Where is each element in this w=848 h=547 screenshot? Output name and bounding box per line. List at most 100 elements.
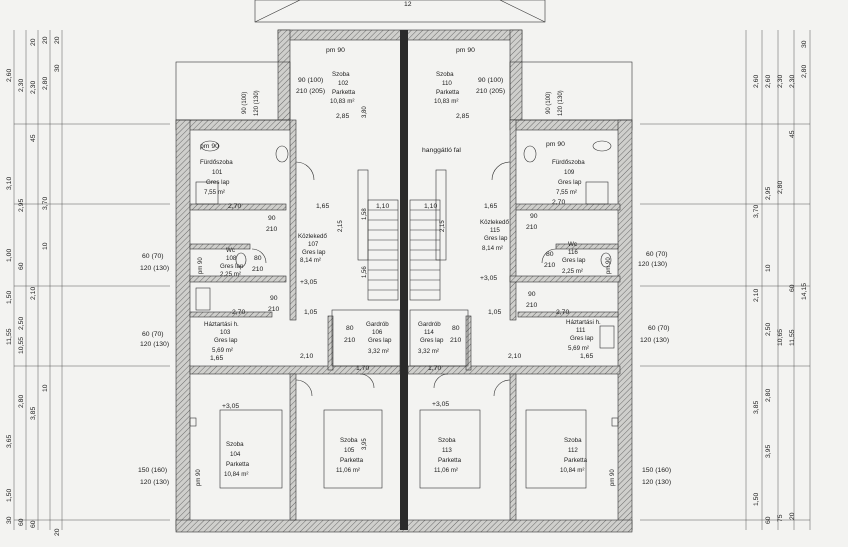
dim-label: 1,56: [362, 266, 368, 278]
svg-text:Fürdőszoba: Fürdőszoba: [552, 159, 585, 166]
room-104: Szoba 104 Parketta 10,84 m²: [224, 441, 250, 478]
room-102: Szoba 102 Parketta 10,83 m²: [330, 71, 356, 105]
door-label: 210: [344, 337, 356, 344]
pm-label: pm 90: [456, 47, 475, 54]
svg-text:Gres lap: Gres lap: [214, 337, 238, 344]
pm-label: pm 90: [606, 257, 612, 274]
svg-text:8,14 m²: 8,14 m²: [482, 245, 503, 252]
svg-text:Szoba: Szoba: [438, 437, 456, 444]
stairs: [331, 199, 469, 367]
door-label: 80: [254, 255, 262, 262]
top-dim-label: 12: [404, 1, 412, 8]
room-105: Szoba 105 Parketta 11,06 m²: [336, 437, 364, 474]
room-110: Szoba 110 Parketta 10,83 m²: [434, 71, 460, 105]
svg-text:2,25 m²: 2,25 m²: [220, 271, 241, 278]
room-101: Fürdőszoba 101 Gres lap 7,55 m²: [200, 159, 233, 196]
door-label: 90: [268, 215, 276, 222]
dim-label: 1,65: [316, 203, 329, 210]
svg-text:101: 101: [212, 169, 223, 176]
appliance-icon: [195, 287, 211, 311]
svg-text:Gres lap: Gres lap: [420, 337, 444, 344]
room-labels: Szoba 102 Parketta 10,83 m² Szoba 110 Pa…: [200, 71, 601, 478]
door-label: 210: [544, 262, 556, 269]
svg-text:109: 109: [564, 169, 575, 176]
dim-label: 2,10: [300, 353, 313, 360]
svg-text:Gres lap: Gres lap: [368, 337, 392, 344]
svg-text:102: 102: [338, 80, 349, 87]
svg-text:116: 116: [568, 249, 578, 256]
dim-label: 1,65: [210, 355, 223, 362]
dim-label: 2,60: [6, 69, 13, 82]
door-label: 90: [528, 291, 536, 298]
toilet-icon: [235, 252, 247, 268]
dim-label: 75: [777, 514, 784, 522]
shower-icon: [585, 181, 609, 205]
dim-label: 10: [42, 242, 49, 250]
pm-label: pm 90: [546, 141, 565, 148]
dim-label: 2,30: [30, 81, 37, 94]
svg-text:10,83 m²: 10,83 m²: [434, 98, 458, 105]
svg-text:7,55 m²: 7,55 m²: [556, 189, 577, 196]
svg-text:Gardrób: Gardrób: [418, 321, 441, 328]
window-label: 120 (130): [640, 337, 669, 344]
dim-label: 2,30: [789, 75, 796, 88]
window-label: 150 (160): [138, 467, 167, 474]
dim-label: 10,55: [18, 337, 25, 354]
dim-label: 2,10: [508, 353, 521, 360]
window-label: 90 (100): [298, 77, 323, 84]
svg-text:110: 110: [442, 80, 452, 87]
svg-text:111: 111: [576, 327, 586, 334]
svg-text:Közlekedő: Közlekedő: [480, 219, 509, 226]
window-label: 60 (70): [648, 325, 670, 332]
door-label: 210: [450, 337, 462, 344]
dim-label: 30: [54, 64, 61, 72]
svg-text:Parketta: Parketta: [340, 457, 364, 464]
dim-label: 2,85: [456, 113, 469, 120]
dim-label: 20: [54, 36, 61, 44]
svg-text:114: 114: [424, 329, 434, 336]
window-label: 120 (130): [140, 341, 169, 348]
window-label: 60 (70): [142, 253, 164, 260]
dim-label: 1,10: [376, 203, 389, 210]
svg-text:Szoba: Szoba: [332, 71, 350, 78]
level-markers: +3,05 +3,05 +3,05 +3,05: [222, 275, 497, 410]
door-swings: [251, 161, 557, 397]
svg-text:113: 113: [442, 447, 452, 454]
room-114: Gardrób 114 Gres lap 3,32 m²: [418, 321, 444, 355]
window-label: 210 (205): [296, 88, 325, 95]
dim-label: 1,50: [6, 291, 13, 304]
window-label: 120 (130): [140, 265, 169, 272]
window-label: 90 (100): [546, 92, 552, 114]
level-label: +3,05: [432, 401, 449, 408]
interior-dimension-labels: 2,85 2,85 2,70 2,70 1,65 1,65 1,10 1,10 …: [210, 106, 593, 450]
heater-icon: [189, 417, 197, 427]
door-label: 210: [252, 266, 264, 273]
room-106: Gardrób 106 Gres lap 3,32 m²: [366, 321, 392, 355]
pm-label: pm 90: [326, 47, 345, 54]
svg-text:Gardrób: Gardrób: [366, 321, 389, 328]
svg-text:Wc: Wc: [568, 241, 577, 248]
svg-text:Parketta: Parketta: [564, 457, 588, 464]
svg-text:107: 107: [308, 241, 319, 248]
pm-label: pm 90: [196, 469, 202, 486]
dim-label: 2,95: [18, 199, 25, 212]
window-label: 150 (160): [642, 467, 671, 474]
svg-text:Parketta: Parketta: [438, 457, 462, 464]
svg-text:Szoba: Szoba: [436, 71, 454, 78]
dim-label: 2,50: [18, 317, 25, 330]
room-107: Közlekedő 107 Gres lap 8,14 m²: [298, 233, 327, 264]
svg-text:3,32 m²: 3,32 m²: [418, 348, 439, 355]
door-label: 80: [346, 325, 354, 332]
level-label: +3,05: [222, 403, 239, 410]
pm-labels: pm 90 pm 90 pm 90 pm 90 pm 90 pm 90 pm 9…: [196, 47, 616, 486]
dim-label: 2,60: [765, 75, 772, 88]
svg-text:Háztartási h.: Háztartási h.: [566, 319, 601, 326]
dim-label: 2,80: [42, 77, 49, 90]
door-label: 80: [452, 325, 460, 332]
svg-text:Háztartási h.: Háztartási h.: [204, 321, 239, 328]
top-balcony: 12: [254, 0, 546, 23]
dim-label: 1,70: [356, 365, 369, 372]
svg-text:10,83 m²: 10,83 m²: [330, 98, 354, 105]
dim-label: 20: [54, 528, 61, 536]
